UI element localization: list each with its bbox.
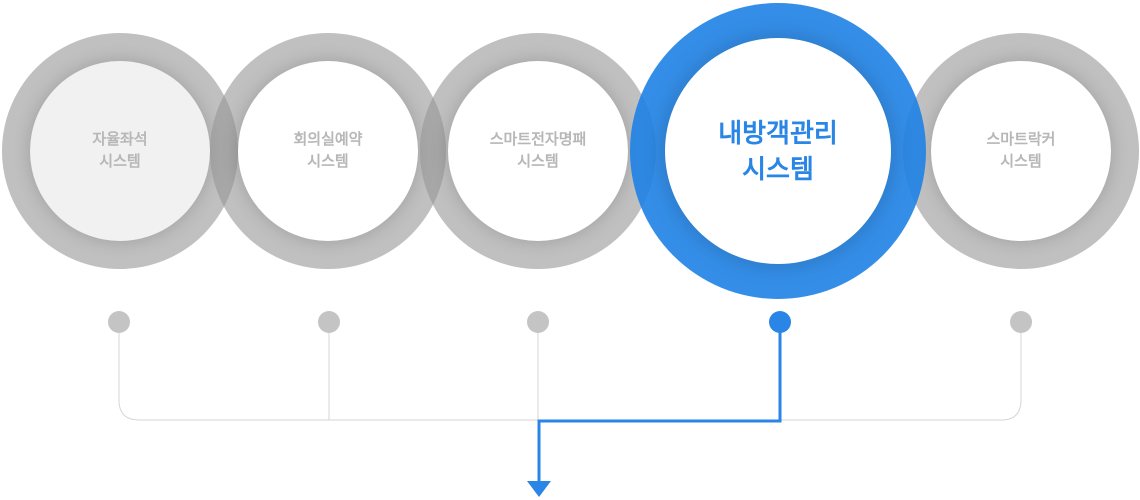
system-label: 스마트락커 시스템 xyxy=(931,128,1111,172)
bracket-line xyxy=(118,322,1022,421)
system-suffix: 시스템 xyxy=(99,152,141,170)
circle-inner: 내방객관리 시스템 xyxy=(665,38,891,264)
system-suffix: 시스템 xyxy=(742,155,814,185)
system-label: 자율좌석 시스템 xyxy=(30,128,210,172)
system-circle-autonomous-seat[interactable]: 자율좌석 시스템 xyxy=(2,33,238,269)
system-suffix: 시스템 xyxy=(517,152,559,170)
system-label: 내방객관리 시스템 xyxy=(665,116,891,188)
circle-inner: 스마트전자명패 시스템 xyxy=(448,61,628,241)
system-name: 자율좌석 xyxy=(92,130,148,148)
system-name: 내방객관리 xyxy=(718,119,838,149)
node-dot xyxy=(527,311,549,333)
active-path xyxy=(537,322,782,482)
node-dot-active xyxy=(769,311,791,333)
circle-inner: 스마트락커 시스템 xyxy=(931,61,1111,241)
system-label: 회의실예약 시스템 xyxy=(238,128,418,172)
circle-inner: 자율좌석 시스템 xyxy=(30,61,210,241)
node-dot xyxy=(1010,311,1032,333)
system-circle-visitor-management-active[interactable]: 내방객관리 시스템 xyxy=(630,3,926,299)
system-name: 스마트전자명패 xyxy=(489,130,587,148)
system-label: 스마트전자명패 시스템 xyxy=(448,128,628,172)
system-circle-meeting-room[interactable]: 회의실예약 시스템 xyxy=(210,33,446,269)
arrow-down-icon xyxy=(527,481,551,497)
system-suffix: 시스템 xyxy=(1000,152,1042,170)
node-dot xyxy=(318,311,340,333)
system-name: 스마트락커 xyxy=(986,130,1056,148)
system-circle-smart-nameplate[interactable]: 스마트전자명패 시스템 xyxy=(420,33,656,269)
node-dot xyxy=(108,311,130,333)
system-name: 회의실예약 xyxy=(293,130,363,148)
system-suffix: 시스템 xyxy=(307,152,349,170)
circle-inner: 회의실예약 시스템 xyxy=(238,61,418,241)
system-circle-smart-locker[interactable]: 스마트락커 시스템 xyxy=(903,33,1139,269)
